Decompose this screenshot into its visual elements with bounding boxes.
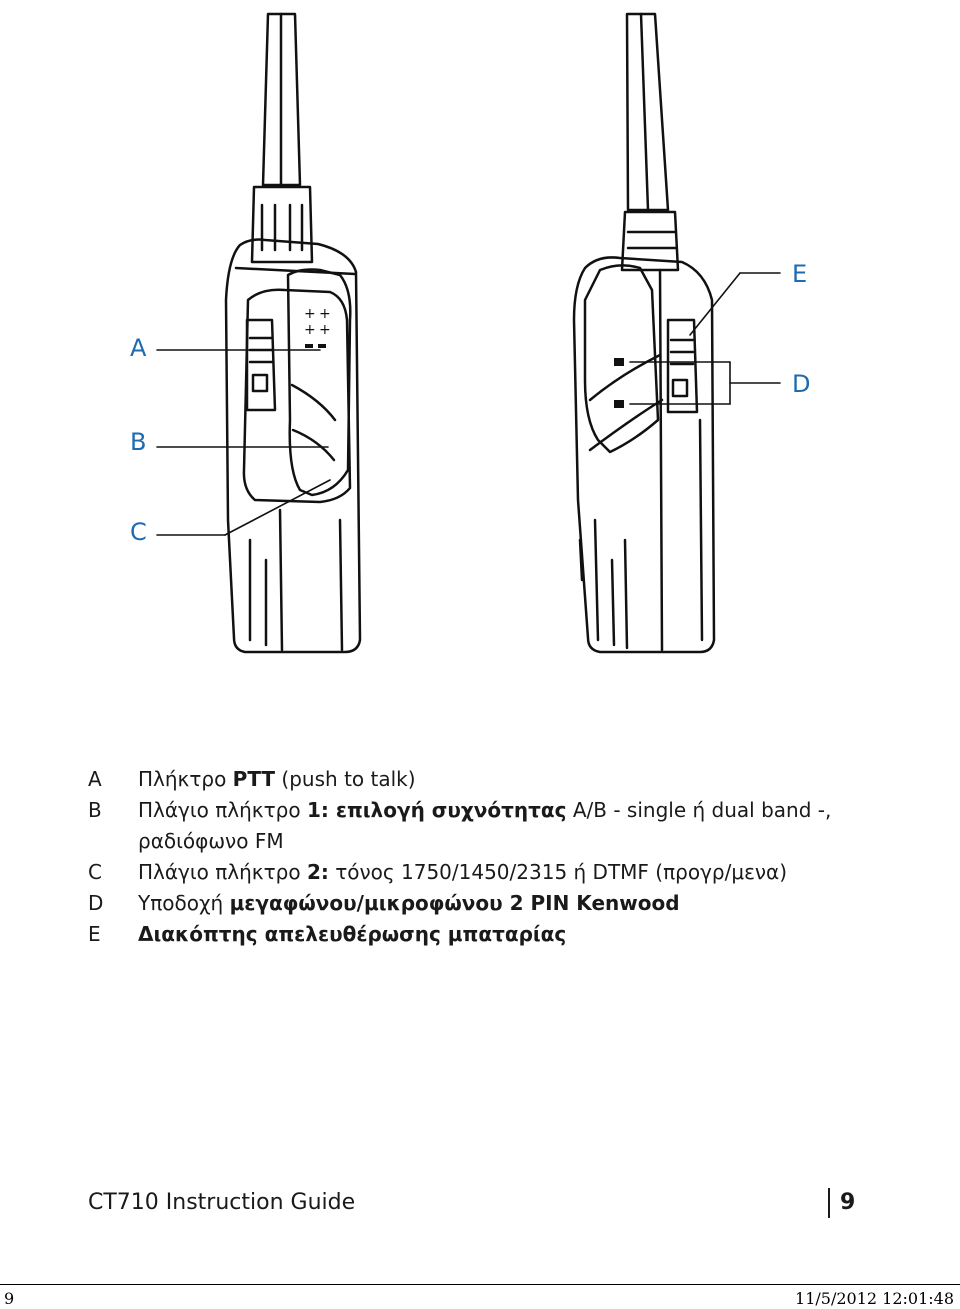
legend-text: Πλάγιο πλήκτρο 1: επιλογή συχνότητας A/B… [138, 798, 832, 853]
legend-letter: A [88, 767, 102, 791]
footer-guide-title: CT710 Instruction Guide [88, 1190, 356, 1215]
callout-a-label: A [130, 334, 147, 362]
legend-item-a: A Πλήκτρο PTT (push to talk) [88, 764, 888, 795]
callout-b-label: B [130, 428, 147, 456]
legend-letter: D [88, 891, 104, 915]
callout-leader-lines [156, 272, 781, 536]
radio-line-drawing: + + + + [156, 12, 781, 654]
left-radio-drawing: + + + + [224, 12, 362, 654]
legend-text: Πλάγιο πλήκτρο 2: τόνος 1750/1450/2315 ή… [138, 860, 788, 884]
parts-legend: A Πλήκτρο PTT (push to talk) B Πλάγιο πλ… [88, 764, 888, 950]
callout-c-label: C [130, 518, 147, 546]
legend-letter: C [88, 860, 102, 884]
svg-text:+: + [304, 322, 316, 338]
legend-text: Πλήκτρο PTT (push to talk) [138, 767, 416, 791]
legend-letter: B [88, 798, 102, 822]
callout-e-label: E [792, 260, 808, 288]
legend-text: Διακόπτης απελευθέρωσης μπαταρίας [138, 922, 567, 946]
svg-text:+: + [319, 322, 331, 338]
legend-text: Υποδοχή μεγαφώνου/μικροφώνου 2 PIN Kenwo… [138, 891, 680, 915]
legend-item-b: B Πλάγιο πλήκτρο 1: επιλογή συχνότητας A… [88, 795, 888, 857]
print-stamp-datetime: 11/5/2012 12:01:48 [795, 1289, 954, 1308]
radio-side-views-figure: + + + + [156, 12, 781, 654]
legend-item-c: C Πλάγιο πλήκτρο 2: τόνος 1750/1450/2315… [88, 857, 888, 888]
print-stamp-page: 9 [4, 1289, 15, 1308]
legend-letter: E [88, 922, 101, 946]
svg-text:+: + [319, 306, 331, 322]
right-radio-drawing [572, 12, 716, 654]
legend-item-d: D Υποδοχή μεγαφώνου/μικροφώνου 2 PIN Ken… [88, 888, 888, 919]
footer-page-number: 9 [828, 1188, 855, 1218]
legend-item-e: E Διακόπτης απελευθέρωσης μπαταρίας [88, 919, 888, 950]
svg-text:+: + [304, 306, 316, 322]
print-stamp-divider [0, 1284, 960, 1285]
callout-d-label: D [792, 370, 811, 398]
